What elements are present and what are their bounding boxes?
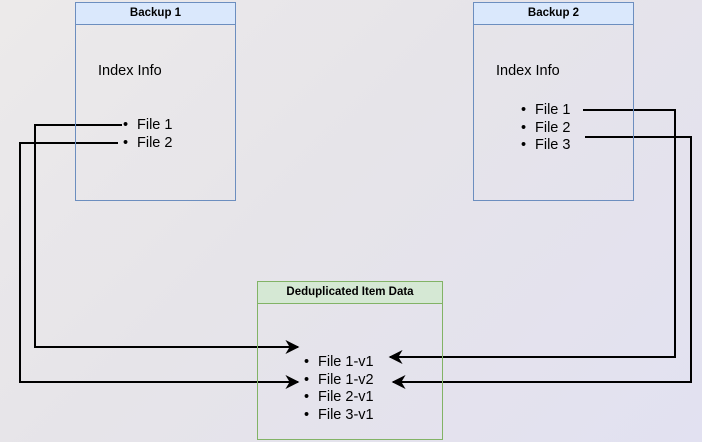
backup2-file-item[interactable]: File 2 [521, 120, 570, 138]
backup2-index-info-label: Index Info [496, 63, 560, 79]
backup1-title: Backup 1 [76, 3, 235, 25]
dedup-item[interactable]: File 1-v2 [304, 372, 374, 390]
backup2-file-list: File 1 File 2 File 3 [521, 102, 570, 155]
dedup-title: Deduplicated Item Data [258, 282, 442, 304]
dedup-item[interactable]: File 2-v1 [304, 389, 374, 407]
dedup-item[interactable]: File 3-v1 [304, 407, 374, 425]
backup1-box[interactable]: Backup 1 Index Info File 1 File 2 [75, 2, 236, 201]
backup2-box[interactable]: Backup 2 Index Info File 1 File 2 File 3 [473, 2, 634, 201]
backup1-index-info-label: Index Info [98, 63, 162, 79]
backup2-file-item[interactable]: File 3 [521, 137, 570, 155]
dedup-body: File 1-v1 File 1-v2 File 2-v1 File 3-v1 [258, 304, 442, 439]
backup2-body: Index Info File 1 File 2 File 3 [474, 25, 633, 200]
backup1-file-list: File 1 File 2 [123, 117, 172, 152]
deduplicated-item-data-box[interactable]: Deduplicated Item Data File 1-v1 File 1-… [257, 281, 443, 440]
dedup-item-list: File 1-v1 File 1-v2 File 2-v1 File 3-v1 [304, 354, 374, 424]
backup1-file-item[interactable]: File 2 [123, 135, 172, 153]
backup1-file-item[interactable]: File 1 [123, 117, 172, 135]
dedup-item[interactable]: File 1-v1 [304, 354, 374, 372]
backup2-file-item[interactable]: File 1 [521, 102, 570, 120]
backup1-body: Index Info File 1 File 2 [76, 25, 235, 200]
backup2-title: Backup 2 [474, 3, 633, 25]
